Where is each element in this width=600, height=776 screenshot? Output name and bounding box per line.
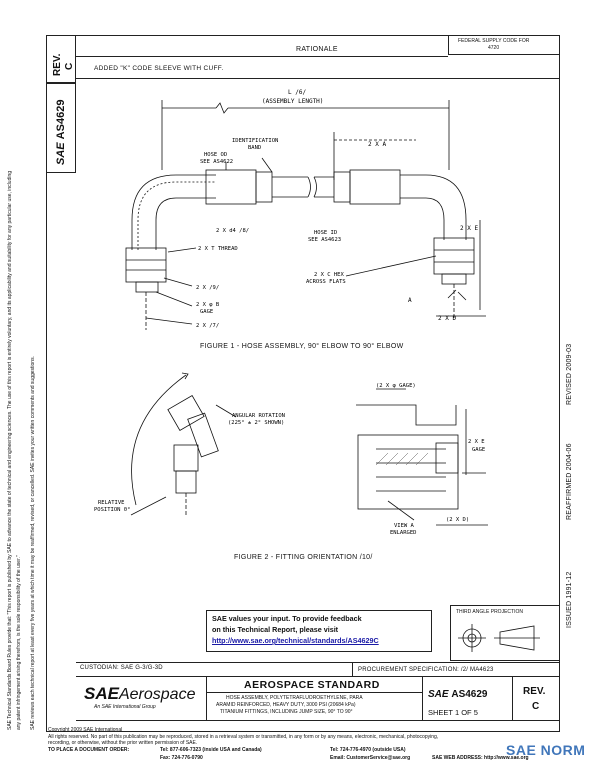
procurement-sep	[352, 662, 353, 676]
fig1-hose-id-1: HOSE ID	[314, 230, 337, 236]
fig1-view-letter: A	[408, 297, 412, 304]
fig1-two-x-a: 2 X A	[368, 141, 386, 148]
fig1-b-gage-1: 2 X φ B	[196, 302, 220, 308]
aerospace-standard: AEROSPACE STANDARD	[244, 679, 380, 691]
figure2-caption: FIGURE 2 - FITTING ORIENTATION /10/	[234, 554, 373, 561]
notice-standards-board: SAE Technical Standards Board Rules prov…	[7, 170, 22, 730]
fig1-hose-od-2: SEE AS4622	[200, 159, 233, 165]
fig2-gage: GAGE	[472, 447, 485, 453]
reaffirmed-date: REAFFIRMED 2004-06	[566, 443, 573, 520]
federal-supply-line1: FEDERAL SUPPLY CODE FOR	[458, 38, 530, 44]
fig1-hex-2: ACROSS FLATS	[306, 279, 346, 285]
fig2-two-x-d: (2 X D)	[446, 517, 469, 523]
fig2-view-2: ENLARGED	[390, 530, 417, 536]
left-rev-value: C	[64, 62, 75, 70]
fig1-hex-1: 2 X C HEX	[314, 272, 344, 278]
title-doc-id: SAE AS4629	[428, 689, 487, 700]
issued-date: ISSUED 1991-12	[566, 571, 573, 629]
notice-review: SAE reviews each technical report at lea…	[30, 356, 36, 730]
fig2-relative-2: POSITION 0°	[94, 507, 130, 513]
title-rev-label: REV.	[523, 686, 546, 697]
fig1-length-label: L /6/	[288, 89, 306, 96]
copyright: Copyright 2009 SAE International	[48, 727, 123, 733]
title-sep3	[512, 676, 513, 720]
federal-supply-box	[448, 35, 560, 55]
fig1-two-x-d4: 2 X d4 /8/	[216, 228, 249, 234]
fig1-id-band-1: IDENTIFICATION	[232, 138, 278, 144]
rationale-line	[76, 56, 448, 57]
fig1-hose-od-1: HOSE OD	[204, 152, 227, 158]
drawing-border	[46, 35, 560, 732]
logo-subtitle: An SAE International Group	[94, 704, 156, 710]
logo-sae: SAE	[84, 684, 119, 703]
sheet-number: SHEET 1 OF 5	[428, 708, 478, 717]
left-docid-cell	[46, 83, 76, 173]
sae-norm-watermark: SAE NORM	[506, 742, 586, 758]
procurement: PROCUREMENT SPECIFICATION: /2/ MA4623	[358, 667, 494, 673]
order-fax: Fax: 724-776-0790	[160, 755, 203, 761]
left-doc-id: SAE AS4629	[55, 100, 67, 165]
fig1-thread: 2 X T THREAD	[198, 246, 238, 252]
title-sae-mark: SAE	[428, 689, 449, 700]
order-label: TO PLACE A DOCUMENT ORDER:	[48, 747, 130, 753]
rationale-title: RATIONALE	[296, 46, 338, 53]
order-email: Email: CustomerService@sae.org	[330, 755, 411, 761]
federal-supply-line2: 4720	[488, 45, 500, 51]
title-doc-number: AS4629	[451, 689, 488, 700]
desc-3: TITANIUM FITTINGS, INCLUDING JUMP SIZE, …	[220, 709, 353, 715]
title-row-line	[76, 676, 560, 677]
title-sep2	[422, 676, 423, 720]
left-doc-number: AS4629	[55, 99, 67, 140]
web-address: SAE WEB ADDRESS: http://www.sae.org	[432, 755, 529, 761]
left-rev-label: REV.	[52, 53, 63, 76]
projection-title: THIRD ANGLE PROJECTION	[456, 609, 523, 615]
custodian-row-line	[76, 662, 560, 663]
logo-aerospace: Aerospace	[118, 686, 196, 703]
rights: All rights reserved. No part of this pub…	[48, 734, 439, 740]
footer-top-line	[76, 720, 560, 721]
projection-box	[450, 605, 560, 661]
standard-underline	[206, 692, 422, 693]
feedback-line2: on this Technical Report, please visit	[212, 625, 339, 634]
figure2-drawing: ANGULAR ROTATION (225° ± 2° SHOWN) RELAT…	[94, 372, 488, 536]
title-rev-value: C	[532, 701, 540, 712]
fig2-angular-1: ANGULAR ROTATION	[232, 413, 285, 419]
fig2-angular-2: (225° ± 2° SHOWN)	[228, 420, 284, 426]
figure1-caption: FIGURE 1 - HOSE ASSEMBLY, 90° ELBOW TO 9…	[200, 343, 404, 350]
fig2-gage-diam: (2 X φ GAGE)	[376, 383, 416, 389]
fig1-hose-id-2: SEE AS4623	[308, 237, 341, 243]
left-sae-mark: SAE	[55, 142, 67, 165]
revised-date: REVISED 2009-03	[566, 343, 573, 405]
order-tel-2: Tel: 724-776-4970 (outside USA)	[330, 747, 406, 753]
fig1-assembly-length: (ASSEMBLY LENGTH)	[262, 98, 323, 105]
title-sep1	[206, 676, 207, 720]
fig2-two-x-e: 2 X E	[468, 439, 485, 445]
feedback-link[interactable]: http://www.sae.org/technical/standards/A…	[212, 636, 379, 645]
order-tel: Tel: 877-606-7323 (inside USA and Canada…	[160, 747, 262, 753]
figure1-drawing: L /6/ (ASSEMBLY LENGTH) IDENTIFICATION B…	[125, 89, 486, 330]
rationale-bottom-line	[76, 78, 560, 79]
fig1-id-band-2: BAND	[248, 145, 261, 151]
left-rev-cell	[46, 35, 76, 83]
fig1-two-x-e: 2 X E	[460, 225, 478, 232]
desc-2: ARAMID REINFORCED, HEAVY DUTY, 3000 PSI …	[216, 702, 356, 708]
rights-2: recording, or otherwise, without the pri…	[48, 740, 198, 746]
custodian: CUSTODIAN: SAE G-3/G-3D	[80, 665, 163, 671]
fig2-view-1: VIEW A	[394, 523, 415, 529]
desc-1: HOSE ASSEMBLY, POLYTETRAFLUOROETHYLENE, …	[226, 695, 363, 701]
rationale-text: ADDED "K" CODE SLEEVE WITH CUFF.	[94, 65, 224, 72]
fig1-b-gage-2: GAGE	[200, 309, 213, 315]
fig1-two-x-7: 2 X /7/	[196, 323, 219, 329]
fig1-two-x-9: 2 X /9/	[196, 285, 219, 291]
fig2-relative-1: RELATIVE	[98, 500, 125, 506]
projection-symbol	[458, 624, 540, 652]
feedback-line1: SAE values your input. To provide feedba…	[212, 614, 362, 623]
fig1-two-x-d: 2 X D	[438, 315, 456, 322]
sae-aerospace-logo: SAEAerospace	[84, 684, 195, 704]
feedback-box	[206, 610, 432, 652]
